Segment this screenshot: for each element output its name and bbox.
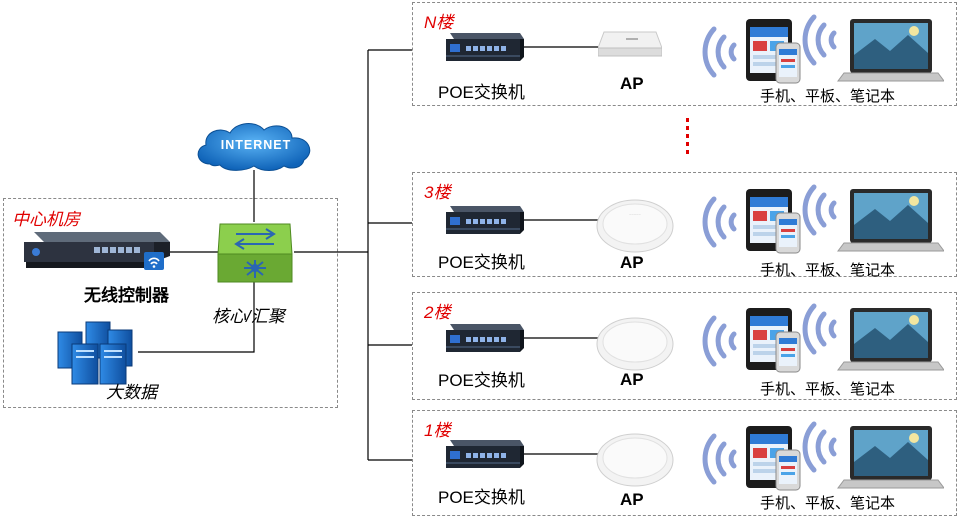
ap-label: AP	[620, 370, 644, 389]
tablet-icon	[746, 19, 792, 81]
svg-text:~~~~~: ~~~~~	[629, 212, 641, 217]
center-room-box	[3, 198, 338, 408]
ap-label: AP	[620, 74, 644, 93]
wifi-signal-icon	[802, 421, 837, 473]
wifi-signal-icon	[802, 14, 837, 66]
phone-icon	[775, 212, 801, 254]
poe-switch-icon	[446, 206, 524, 234]
client-devices-group	[702, 421, 944, 491]
vertical-ellipsis	[686, 118, 689, 154]
client-devices-group	[702, 303, 944, 373]
internet-label: INTERNET	[221, 138, 292, 152]
wifi-signal-icon	[702, 315, 737, 367]
core-switch-icon	[217, 223, 293, 283]
core-label: 核心/汇聚	[212, 307, 285, 326]
wifi-signal-icon	[702, 433, 737, 485]
floor-box-3	[412, 172, 957, 277]
phone-icon	[775, 42, 801, 84]
poe-switch-icon	[446, 324, 524, 352]
wifi-signal-icon	[702, 26, 737, 78]
laptop-icon	[837, 308, 944, 371]
bigdata-link	[138, 282, 255, 353]
poe-label: POE交换机	[438, 488, 525, 507]
laptop-icon	[837, 189, 944, 252]
ap-label: AP	[620, 253, 644, 272]
laptop-icon	[837, 19, 944, 82]
cloud-icon: INTERNET	[197, 123, 311, 171]
devices-label: 手机、平板、笔记本	[760, 381, 896, 398]
floor-box-n	[412, 2, 957, 106]
poe-switch-icon	[446, 33, 524, 61]
floor-box-1	[412, 410, 957, 516]
access-point-icon	[596, 433, 674, 487]
devices-label: 手机、平板、笔记本	[760, 262, 896, 279]
phone-icon	[775, 331, 801, 373]
floor-name: 3楼	[424, 183, 451, 202]
tablet-icon	[746, 308, 792, 370]
center-room-title: 中心机房	[12, 210, 80, 229]
client-devices-group	[702, 14, 944, 84]
wifi-signal-icon	[802, 303, 837, 355]
floor-box-2	[412, 292, 957, 400]
laptop-icon	[837, 426, 944, 489]
poe-label: POE交换机	[438, 371, 525, 390]
controller-label: 无线控制器	[84, 286, 169, 305]
floor-name: 1楼	[424, 421, 451, 440]
floor-name: 2楼	[424, 303, 451, 322]
devices-label: 手机、平板、笔记本	[760, 88, 896, 105]
poe-label: POE交换机	[438, 83, 525, 102]
access-point-icon: ~~~~~	[596, 199, 674, 253]
devices-label: 手机、平板、笔记本	[760, 495, 896, 512]
poe-switch-icon	[446, 440, 524, 468]
wifi-signal-icon	[702, 196, 737, 248]
phone-icon	[775, 449, 801, 491]
poe-label: POE交换机	[438, 253, 525, 272]
server-cluster-icon	[57, 321, 133, 385]
ap-label: AP	[620, 490, 644, 509]
floor-name: N楼	[424, 13, 454, 32]
bigdata-label: 大数据	[106, 383, 157, 402]
access-point-icon	[596, 317, 674, 371]
client-devices-group	[702, 184, 944, 254]
wifi-signal-icon	[802, 184, 837, 236]
access-point-icon	[598, 31, 662, 57]
wireless-controller-icon	[24, 232, 170, 270]
